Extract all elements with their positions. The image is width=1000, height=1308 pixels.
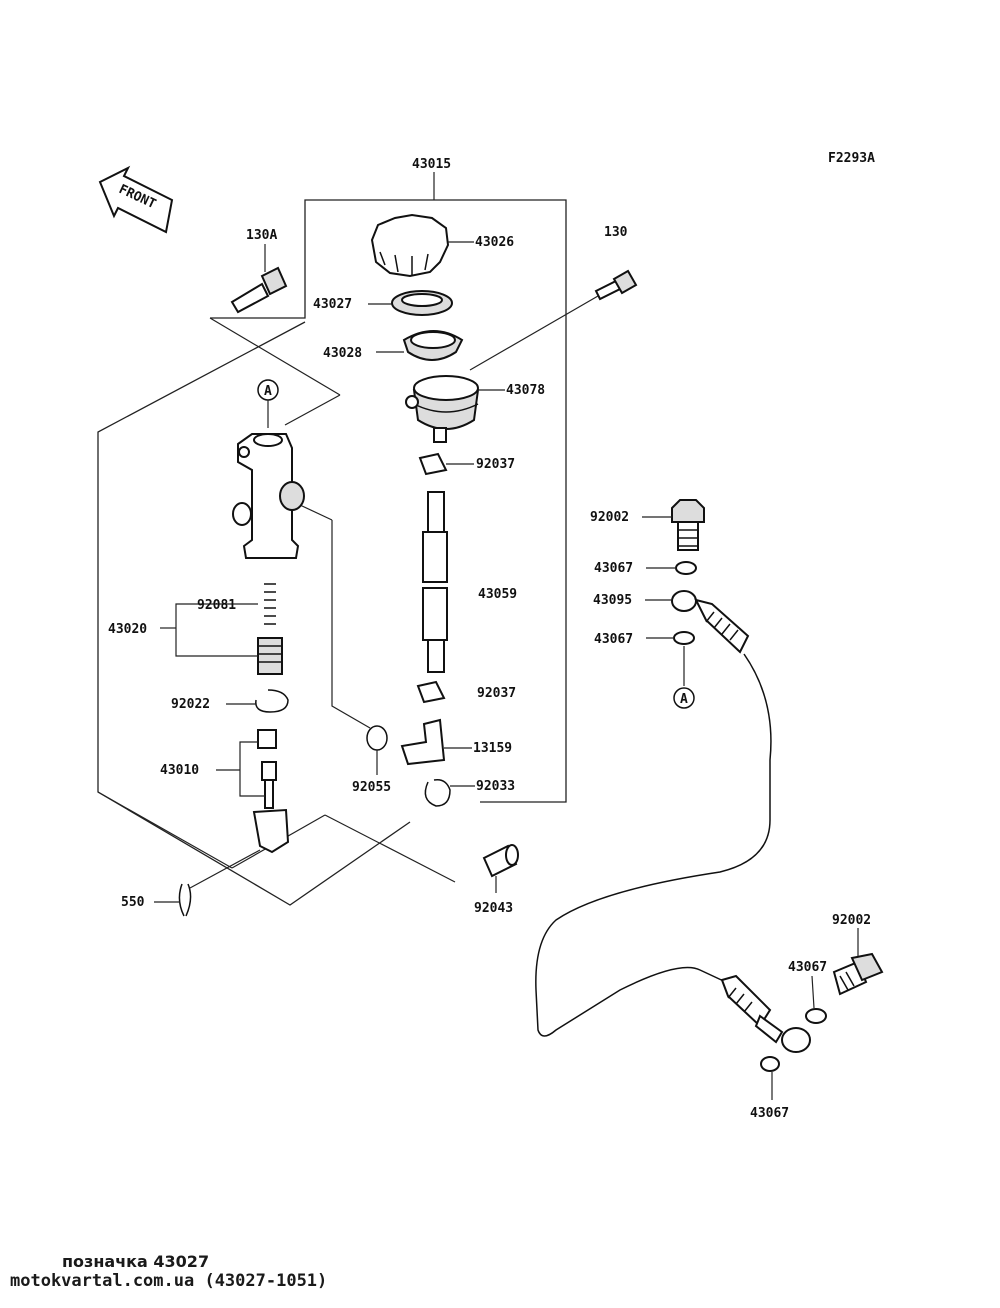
o-ring: [366, 725, 388, 751]
washer-c: [805, 1008, 827, 1024]
label-43020: 43020: [108, 622, 147, 637]
front-arrow-icon: FRONT: [98, 165, 174, 234]
footer-source: motokvartal.com.ua (43027-1051): [10, 1271, 328, 1291]
label-43010: 43010: [160, 763, 199, 778]
cotter-pin: [178, 883, 192, 917]
label-43028: 43028: [323, 346, 362, 361]
diaphragm: [402, 330, 464, 361]
elbow-fitting: [400, 718, 446, 766]
label-43078: 43078: [506, 383, 545, 398]
label-43059: 43059: [478, 587, 517, 602]
reservoir-cap: [370, 213, 450, 278]
label-43067-b: 43067: [594, 632, 633, 647]
hose-clamp-top: [418, 452, 448, 476]
label-92081: 92081: [197, 598, 236, 613]
master-cylinder-body: [232, 433, 305, 559]
label-92055: 92055: [352, 780, 391, 795]
washer-d: [760, 1056, 780, 1072]
hose-clamp-bottom: [416, 680, 446, 704]
spring: [264, 583, 276, 625]
label-43067-c: 43067: [788, 960, 827, 975]
callout-a-bottom-label: A: [680, 692, 688, 707]
label-92037-bottom: 92037: [477, 686, 516, 701]
label-92043: 92043: [474, 901, 513, 916]
kit-frame-43015: [210, 199, 567, 803]
label-43026: 43026: [475, 235, 514, 250]
brake-hose-lower: [720, 974, 811, 1053]
label-43067-d: 43067: [750, 1106, 789, 1121]
label-92022: 92022: [171, 697, 210, 712]
push-rod: [252, 729, 290, 854]
footer-caption: позначка 43027: [62, 1252, 210, 1271]
diagram-code: F2293A: [828, 151, 875, 166]
banjo-bolt-top: [671, 499, 705, 551]
label-43095: 43095: [593, 593, 632, 608]
label-92033: 92033: [476, 779, 515, 794]
snap-ring: [255, 689, 289, 713]
bolt-130: [594, 269, 638, 301]
reservoir-tank: [405, 375, 480, 443]
piston: [257, 637, 283, 675]
circlip: [424, 778, 451, 807]
washer-b: [673, 631, 695, 645]
label-43015: 43015: [412, 157, 451, 172]
label-550: 550: [121, 895, 145, 910]
washer-a: [675, 561, 697, 575]
label-13159: 13159: [473, 741, 512, 756]
brake-hose-line: [535, 653, 772, 1037]
label-92002-top: 92002: [590, 510, 629, 525]
label-92002-bottom: 92002: [832, 913, 871, 928]
label-43027: 43027: [313, 297, 352, 312]
bolt-130a: [230, 266, 288, 314]
label-130a: 130A: [246, 228, 277, 243]
callout-a-top-label: A: [264, 384, 272, 399]
callout-a-bottom: [673, 687, 695, 709]
brake-hose-upper: [671, 590, 750, 654]
reservoir-hose: [422, 491, 448, 673]
label-92037-top: 92037: [476, 457, 515, 472]
label-43067-a: 43067: [594, 561, 633, 576]
label-130: 130: [604, 225, 628, 240]
banjo-bolt-bottom: [832, 952, 884, 996]
